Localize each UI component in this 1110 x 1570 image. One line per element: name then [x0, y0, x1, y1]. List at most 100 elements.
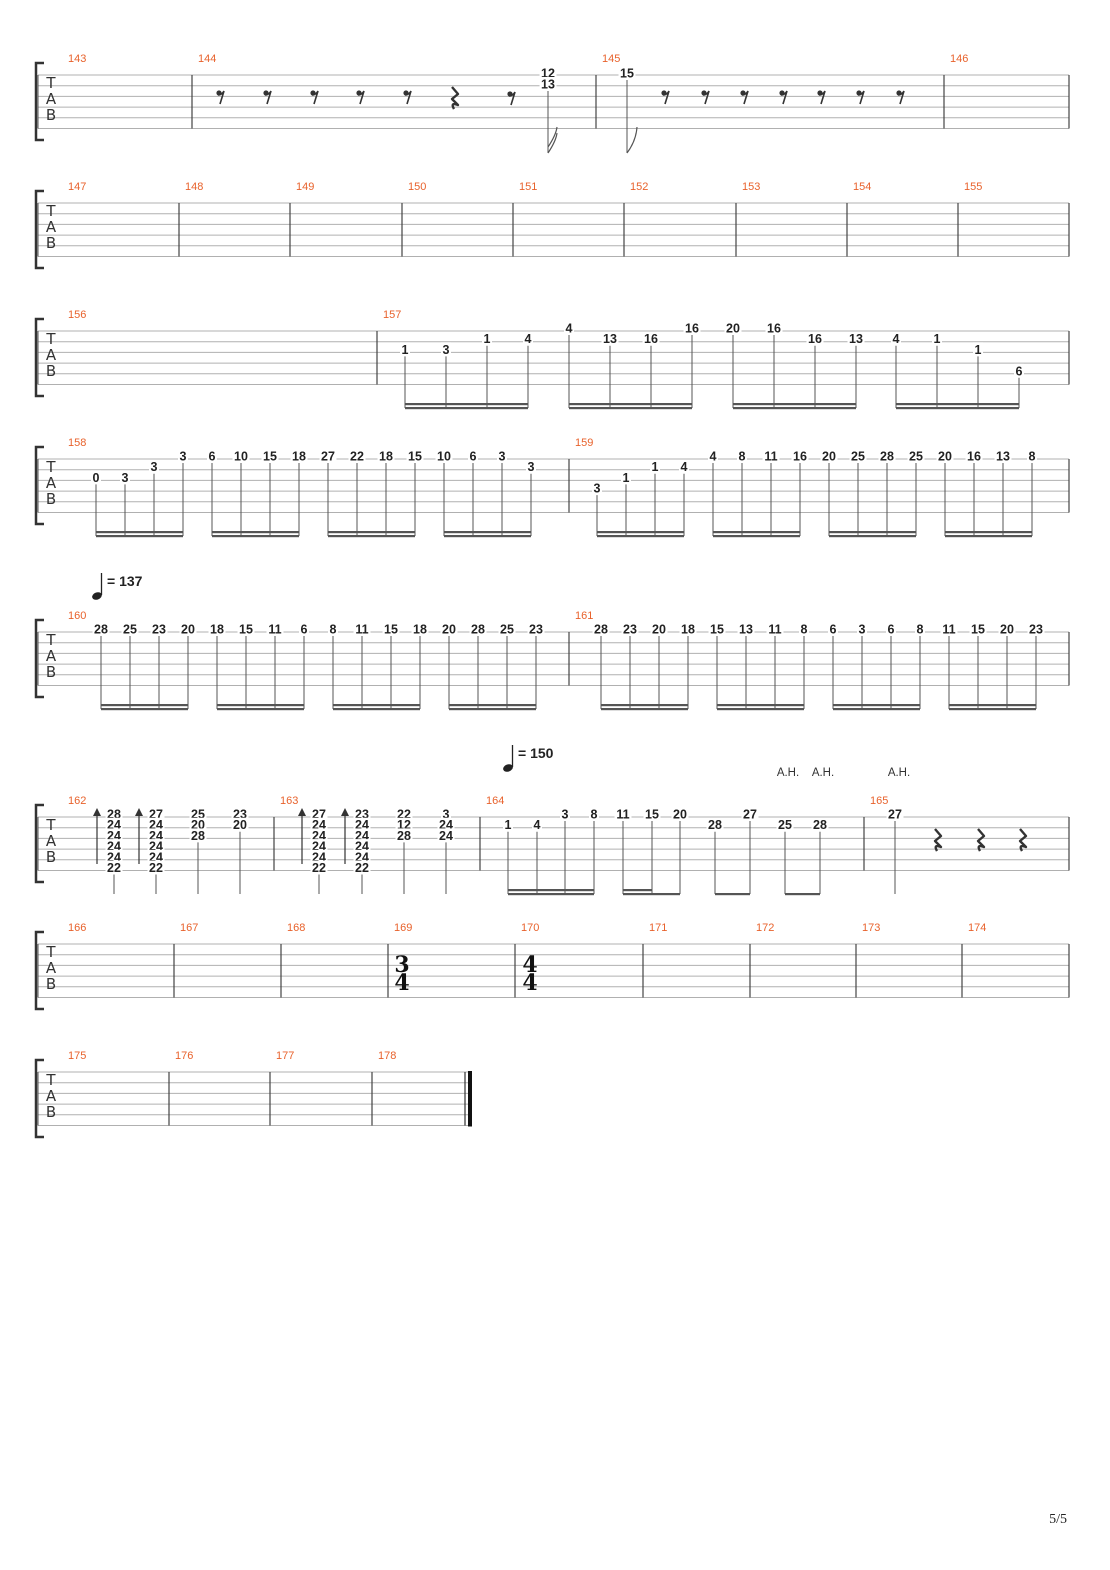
fret-number: 3	[594, 482, 601, 496]
note-bg	[592, 622, 610, 635]
beam	[623, 893, 680, 896]
rest-stroke	[311, 90, 319, 105]
note-bg	[189, 807, 207, 820]
note-bg	[310, 860, 328, 874]
tab-note: 20	[998, 622, 1016, 637]
chord-note: 28	[189, 828, 207, 843]
quarter-note-icon	[92, 592, 102, 600]
note-bg	[737, 622, 755, 635]
time-signature-top: 4	[522, 952, 537, 978]
strum-arrow-head	[341, 808, 349, 816]
fret-number: 20	[233, 818, 247, 832]
note-bg	[400, 342, 410, 356]
tab-note: 1	[621, 470, 631, 485]
tab-note: 28	[811, 817, 829, 832]
note-bg	[592, 481, 602, 495]
tab-clef-letter: A	[46, 474, 57, 492]
tab-clef-letter: B	[46, 362, 56, 380]
note-bg	[120, 470, 130, 484]
tab-note: 4	[891, 331, 901, 346]
measure-number: 155	[964, 181, 982, 193]
tab-note: 16	[791, 449, 809, 464]
final-barline-thick	[468, 1071, 472, 1127]
note-bg	[189, 828, 207, 842]
fret-number: 1	[484, 332, 491, 346]
beam	[96, 535, 183, 538]
note-bg	[973, 342, 983, 356]
fret-number: 15	[263, 450, 277, 464]
tab-note: 20	[724, 321, 742, 336]
note-bg	[847, 331, 865, 345]
note-bg	[891, 331, 901, 345]
fret-number: 25	[500, 623, 514, 637]
tab-note: 28	[706, 817, 724, 832]
fret-number: 20	[1000, 623, 1014, 637]
beam	[601, 704, 688, 707]
measure-number: 170	[521, 922, 539, 934]
quarter-rest	[933, 828, 943, 852]
tab-note: 6	[207, 449, 217, 464]
tab-note: 1	[482, 331, 492, 346]
eighth-rest	[403, 90, 412, 105]
tab-clef-letter: A	[46, 90, 57, 108]
beam	[328, 535, 415, 538]
note-bg	[820, 449, 838, 462]
note-bg	[310, 828, 328, 842]
note-bg	[886, 622, 896, 635]
tab-note: 11	[940, 622, 958, 637]
measure-number: 164	[486, 795, 504, 807]
chord-note: 20	[231, 817, 249, 832]
fret-number: 16	[644, 332, 658, 346]
note-bg	[121, 622, 139, 635]
note-bg	[150, 622, 168, 635]
fret-number: 4	[525, 332, 532, 346]
chord-note: 22	[310, 860, 328, 875]
beam	[733, 403, 856, 406]
tab-note: 20	[820, 449, 838, 464]
tab-note: 13	[737, 622, 755, 637]
fret-number: 16	[967, 450, 981, 464]
beam	[597, 535, 684, 538]
beam	[508, 893, 594, 896]
fret-number: 3	[122, 471, 129, 485]
eighth-rest	[310, 90, 319, 105]
note-bg	[147, 807, 165, 820]
tab-note: 15	[618, 66, 636, 81]
measure-number: 145	[602, 53, 620, 65]
eighth-rest	[507, 91, 516, 106]
note-bg	[791, 449, 809, 462]
fret-number: 6	[888, 623, 895, 637]
note-bg	[539, 66, 557, 79]
fret-number: 18	[681, 623, 695, 637]
beam	[896, 407, 1019, 410]
tab-note: 25	[776, 817, 794, 832]
eighth-rest	[701, 90, 710, 105]
fret-number: 16	[808, 332, 822, 346]
tab-note: 23	[527, 622, 545, 637]
note-bg	[683, 321, 701, 334]
tab-note: 6	[468, 449, 478, 464]
measure-number: 163	[280, 795, 298, 807]
fret-number: 28	[594, 623, 608, 637]
fret-number: 23	[1029, 623, 1043, 637]
note-bg	[614, 807, 632, 820]
rest-stroke	[662, 90, 670, 105]
beam	[449, 708, 536, 711]
fret-number: 13	[603, 332, 617, 346]
fret-number: 15	[645, 808, 659, 822]
note-bg	[811, 817, 829, 831]
beam	[508, 889, 594, 892]
note-bg	[440, 622, 458, 635]
eighth-rest	[216, 90, 225, 105]
chord-note: 22	[353, 860, 371, 875]
beam	[833, 704, 920, 707]
rest-stroke	[857, 90, 865, 105]
tab-note: 8	[1027, 449, 1037, 464]
tab-note: 16	[965, 449, 983, 464]
note-bg	[998, 622, 1016, 635]
note-bg	[671, 807, 689, 820]
fret-number: 28	[471, 623, 485, 637]
